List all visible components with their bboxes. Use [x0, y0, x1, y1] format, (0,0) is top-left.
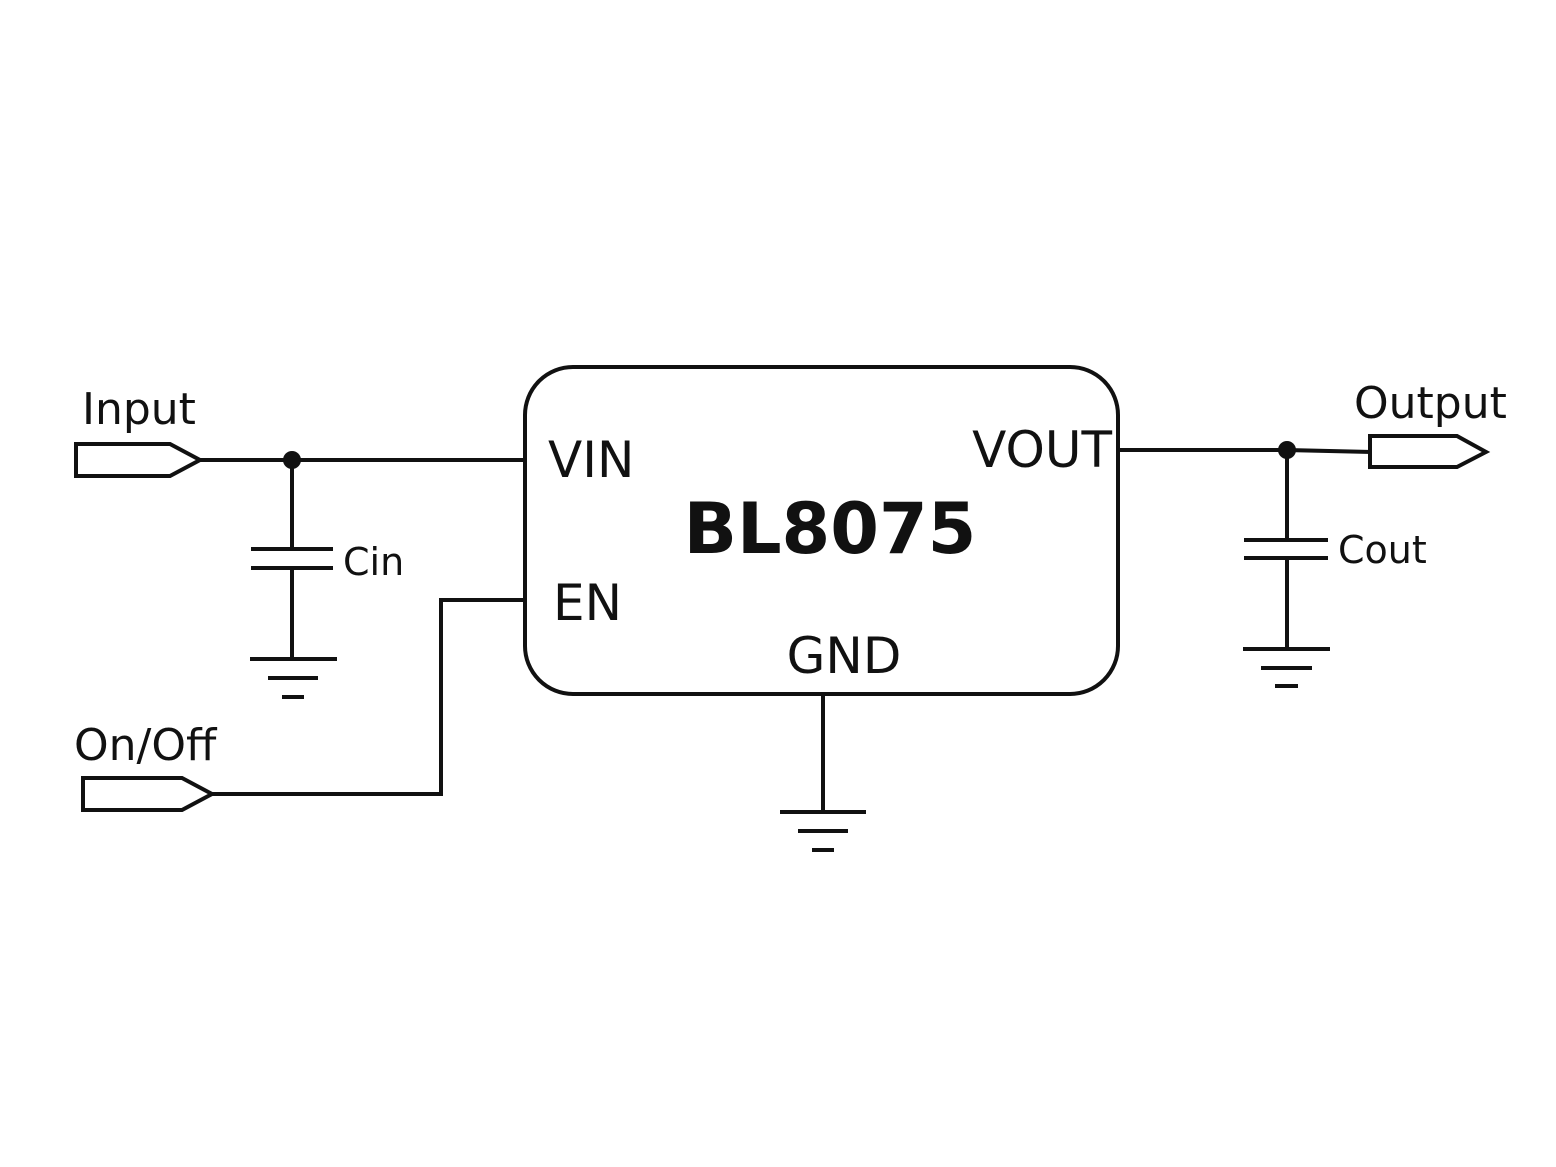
output-port-flag: [1368, 434, 1491, 469]
on-off-port-flag: [81, 776, 217, 812]
cout-ground-symbol: [1243, 647, 1330, 688]
cout-capacitor: [1244, 448, 1328, 651]
part-name: BL8075: [684, 488, 977, 570]
input-port-label: Input: [82, 384, 196, 435]
pin-gnd-label: GND: [787, 627, 902, 685]
cin-label: Cin: [343, 540, 404, 584]
cin-capacitor: [251, 458, 333, 661]
cin-ground-symbol: [250, 657, 337, 699]
ic-ground-symbol: [780, 810, 866, 852]
output-port-label: Output: [1354, 378, 1507, 429]
input-port-flag: [74, 442, 205, 478]
pin-vout-label: VOUT: [972, 421, 1112, 479]
on-off-port-label: On/Off: [74, 720, 218, 771]
pin-en-label: EN: [553, 574, 622, 632]
en-wire: [210, 598, 527, 796]
cout-label: Cout: [1338, 528, 1427, 572]
pin-vin-label: VIN: [548, 431, 634, 489]
output-wire: [1284, 447, 1373, 455]
